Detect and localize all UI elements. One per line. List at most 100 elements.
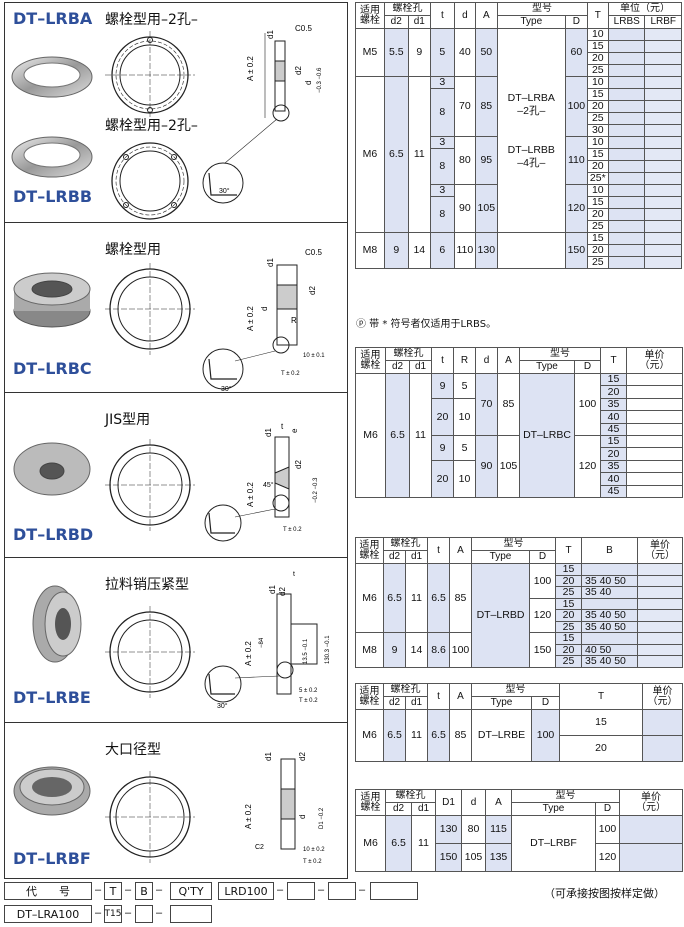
subtitle-lrbc: 螺栓型用: [105, 242, 161, 258]
t2-r-10a: 10: [453, 397, 476, 436]
t4-d2: 6.5: [383, 709, 406, 762]
t1-fit-m5: M5: [355, 28, 385, 77]
product-name-lrbd: DT–LRBD: [13, 525, 94, 544]
t1-d1-m6: 11: [407, 76, 432, 233]
t3-th-type: Type: [471, 550, 530, 564]
t1-tt: 25: [586, 256, 610, 269]
t3-price: [637, 597, 683, 610]
code-example-b[interactable]: [135, 905, 153, 923]
t4-tt-0: 15: [559, 709, 643, 736]
t1-t-8c: 8: [430, 196, 455, 233]
t3-th-a: A: [449, 537, 472, 564]
t1-tt: 10: [586, 184, 610, 197]
t3-tt: 15: [555, 563, 582, 576]
t3-b: 35 40 50: [581, 574, 638, 587]
t3-th-t: t: [427, 537, 450, 564]
code-label-box: 代 号: [4, 882, 92, 900]
t1-price-lrbf: [644, 244, 682, 257]
t3-b: 35 40 50: [581, 620, 638, 633]
t1-price-lrbs: [607, 136, 646, 149]
ring-photo-lrbd: [13, 442, 91, 496]
code-dash: –: [156, 907, 163, 919]
t5-th-bolt: 螺栓孔: [385, 789, 436, 803]
t5-dd-0: 100: [595, 815, 620, 844]
t2-d1: 11: [409, 373, 432, 498]
t3-price: [637, 574, 683, 587]
spec-table-lrbf: 适用 螺栓 螺栓孔 D1 d A 型号 单价 （元） d2 d1 Type D …: [355, 789, 683, 872]
t1-price-lrbs: [607, 88, 646, 101]
code-example-qty[interactable]: [170, 905, 212, 923]
t1-tt: 15: [586, 40, 610, 53]
product-name-lrba: DT–LRBA: [13, 9, 93, 28]
t1-tt: 20: [586, 52, 610, 65]
t1-type-blank: [496, 232, 567, 269]
t1-tt: 25*: [586, 172, 610, 185]
t3-th-price: 单价 （元）: [637, 537, 683, 564]
t3-dd-120: 120: [529, 597, 556, 633]
drawing-lrba: A ± 0.2 C0.5 d1 d2 d −0.3 −0.6 30°: [105, 24, 323, 220]
t3-th-dd: D: [529, 550, 556, 564]
code-box-blank-1[interactable]: [287, 882, 315, 900]
t1-d-m8: 110: [453, 232, 477, 269]
dim-d4-lrbe: 13.5 −0.1: [303, 638, 309, 664]
t2-tt: 15: [600, 372, 627, 387]
t1-d1-m8: 14: [407, 232, 432, 269]
t1-price-lrbf: [644, 64, 682, 77]
t3-b: [581, 632, 638, 645]
t2-th-t: t: [431, 347, 454, 374]
t5-th-a: A: [485, 789, 512, 816]
t2-d-90: 90: [475, 434, 498, 498]
spec-table-lrba-lrbb: 适用 螺栓 螺栓孔 t d A 型号 T 单位（元） d2 d1 Type D …: [355, 2, 682, 269]
t2-price: [626, 372, 683, 387]
dim-d-lrbc: d: [260, 307, 269, 311]
t5-th-dd: D: [595, 802, 620, 816]
dim-t-lrbd: t: [281, 422, 284, 431]
dim-angle-lrbc: 30°: [221, 385, 232, 393]
t2-r-5b: 5: [453, 434, 476, 461]
t5-d1big-0: 130: [435, 815, 462, 844]
t5-d2: 6.5: [385, 815, 412, 872]
t5-d-0: 80: [461, 815, 486, 844]
t3-b: [581, 597, 638, 610]
spec-table-lrbc: 适用 螺栓 螺栓孔 t R d A 型号 T 单价 （元） d2 d1 Type…: [355, 347, 683, 498]
t2-r-5a: 5: [453, 373, 476, 399]
table1-note: ⓟ 带 * 符号者仅适用于LRBS。: [356, 319, 497, 330]
t5-d-1: 105: [461, 843, 486, 872]
code-example-t: T15: [104, 905, 122, 923]
row-lrbf: DT–LRBF 大口径型 A ± 0.2 d1 d2 d D1 −0.2 C2 …: [5, 723, 347, 880]
code-dash: –: [125, 907, 132, 919]
t2-th-price: 单价 （元）: [626, 347, 683, 374]
code-box-blank-2[interactable]: [328, 882, 356, 900]
code-dash: –: [318, 884, 325, 896]
dim-a-lrbe: A ± 0.2: [244, 641, 253, 666]
subtitle-lrbb: 螺栓型用–2孔–: [105, 118, 198, 134]
ring-photo-lrbf: [13, 766, 91, 816]
t1-price-lrbf: [644, 124, 682, 137]
t3-dd-100: 100: [529, 563, 556, 599]
drawing-lrbc: C0.5 A ± 0.2 d1 d2 d R 10 ± 0.1 T ± 0.2 …: [105, 248, 325, 393]
t3-t-m8: 8.6: [427, 632, 450, 668]
t4-price-0: [642, 709, 683, 736]
t1-price-lrbs: [607, 232, 646, 245]
t5-price-0: [619, 815, 683, 844]
t2-type: DT–LRBC: [519, 373, 575, 498]
code-box-blank-3[interactable]: [370, 882, 418, 900]
t1-tt: 10: [586, 136, 610, 149]
t2-th-type: Type: [519, 360, 575, 374]
t1-tt: 15: [586, 232, 610, 245]
dim-a-lrbf: A ± 0.2: [244, 804, 253, 829]
t2-th-a: A: [497, 347, 520, 374]
drawing-lrbf: A ± 0.2 d1 d2 d D1 −0.2 C2 10 ± 0.2 T ± …: [105, 752, 325, 865]
dim-chamfer-lrba: C0.5: [295, 24, 312, 33]
t1-dd-120: 120: [565, 184, 588, 233]
t1-price-lrbs: [607, 220, 646, 233]
dim-t2-lrbc: 10 ± 0.1: [303, 353, 325, 359]
t1-d-90: 90: [453, 184, 477, 233]
th-bolt: 螺栓孔: [383, 2, 432, 16]
t1-tt: 10: [586, 28, 610, 41]
t1-a-95: 95: [475, 136, 498, 185]
t1-dd-100: 100: [565, 76, 588, 137]
t5-a-0: 115: [485, 815, 512, 844]
product-name-lrbf: DT–LRBF: [13, 849, 91, 868]
t3-th-model: 型号: [471, 537, 556, 551]
